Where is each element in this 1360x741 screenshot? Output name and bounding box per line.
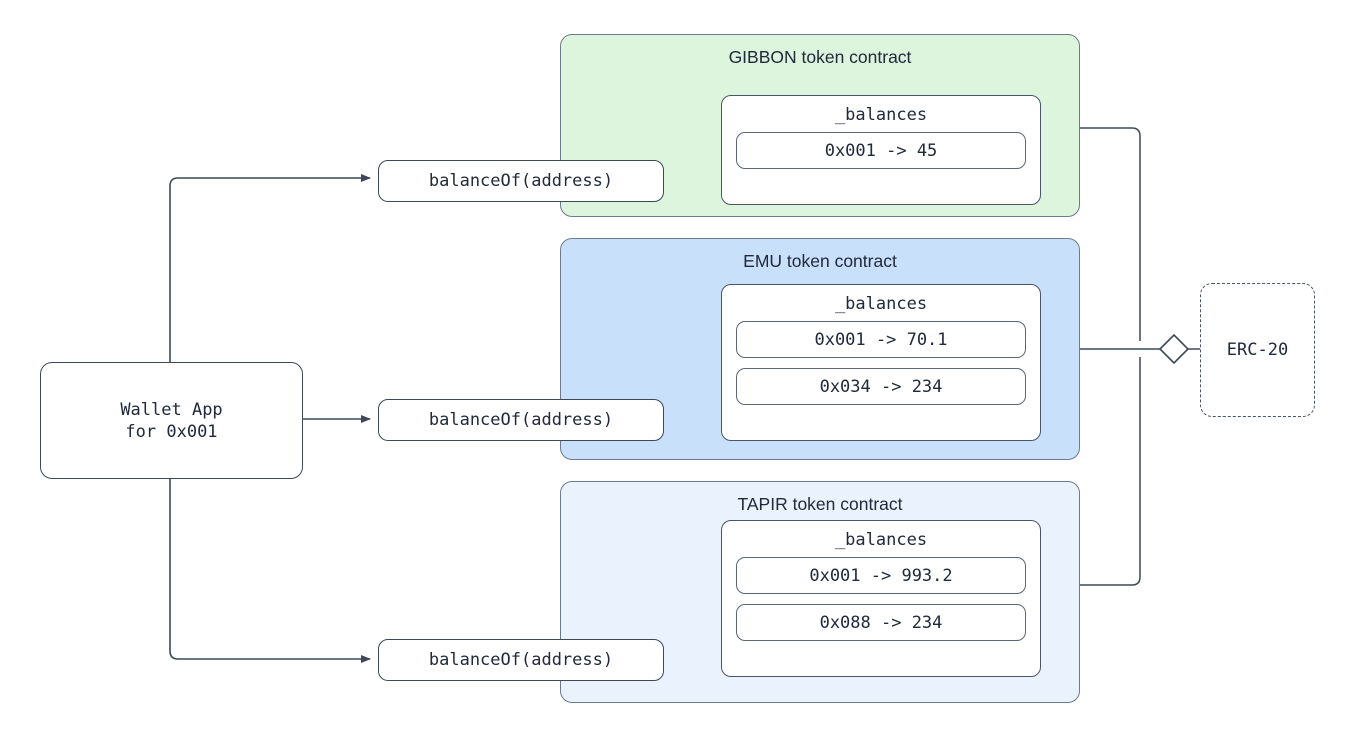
balances-label-emu: _balances xyxy=(834,294,928,314)
call-box-balanceof-gibbon[interactable]: balanceOf(address) xyxy=(378,160,664,202)
balances-map-tapir: _balances 0x001 -> 993.2 0x088 -> 234 xyxy=(721,520,1041,677)
contract-title-emu: EMU token contract xyxy=(743,251,897,271)
balance-entry[interactable]: 0x001 -> 993.2 xyxy=(736,557,1026,594)
balances-label-gibbon: _balances xyxy=(834,105,928,125)
edge-wallet-to-gibbon xyxy=(169,174,371,362)
edge-tapir-to-erc20 xyxy=(1080,357,1141,586)
balance-entry[interactable]: 0x088 -> 234 xyxy=(736,604,1026,641)
call-box-balanceof-emu[interactable]: balanceOf(address) xyxy=(378,399,664,441)
wallet-app-line-2: for 0x001 xyxy=(125,421,218,442)
balances-map-emu: _balances 0x001 -> 70.1 0x034 -> 234 xyxy=(721,284,1041,441)
balance-entry[interactable]: 0x001 -> 45 xyxy=(736,132,1026,169)
aggregation-diamond-icon xyxy=(1158,333,1190,365)
contract-title-tapir: TAPIR token contract xyxy=(737,494,903,514)
wallet-app-line-1: Wallet App xyxy=(120,399,223,420)
balances-map-gibbon: _balances 0x001 -> 45 xyxy=(721,95,1041,205)
contract-title-gibbon: GIBBON token contract xyxy=(728,47,912,67)
balances-label-tapir: _balances xyxy=(834,530,928,550)
call-box-balanceof-tapir[interactable]: balanceOf(address) xyxy=(378,639,664,681)
contract-panel-gibbon[interactable]: GIBBON token contract _balances 0x001 ->… xyxy=(560,34,1080,217)
balance-entry[interactable]: 0x034 -> 234 xyxy=(736,368,1026,405)
edge-wallet-to-tapir xyxy=(169,479,371,663)
erc20-interface-node[interactable]: ERC-20 xyxy=(1200,283,1315,417)
edge-gibbon-to-erc20 xyxy=(1080,127,1141,341)
balance-entry[interactable]: 0x001 -> 70.1 xyxy=(736,321,1026,358)
